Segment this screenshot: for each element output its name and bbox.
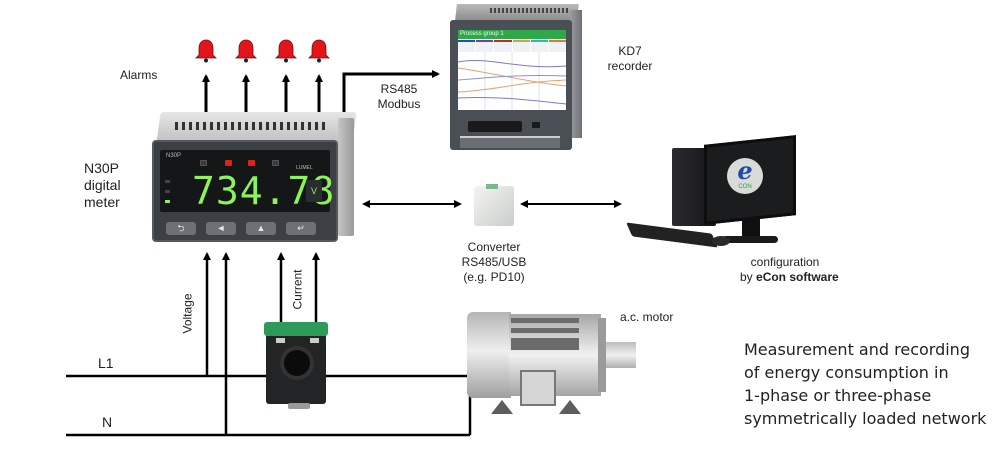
- econ-software-label: eCon software: [756, 270, 839, 284]
- pc-stand: [742, 218, 760, 240]
- econ-logo-letter: e: [737, 156, 753, 185]
- alarms-label: Alarms: [120, 68, 158, 82]
- recorder-vents: [490, 8, 570, 13]
- channel-tile: [512, 40, 530, 52]
- motor-fin: [511, 318, 579, 323]
- ct-top-cover: [264, 322, 328, 336]
- recorder-trend-chart: [458, 52, 566, 110]
- meter-side: [338, 118, 354, 236]
- ct-mounting-foot: [288, 403, 310, 409]
- motor-foot: [491, 400, 513, 414]
- recorder-label-line-2: recorder: [607, 59, 653, 73]
- recorder-side: [570, 10, 582, 138]
- channel-tile: [530, 40, 548, 52]
- alarm-bell-icon: [308, 39, 330, 63]
- rs485-label-line-1: RS485: [380, 82, 418, 96]
- converter-body: [474, 186, 514, 226]
- converter-label-line-2: RS485/USB: [461, 255, 527, 269]
- converter-terminal: [486, 184, 498, 189]
- description-line-1: Measurement and recording: [744, 340, 970, 359]
- ct-terminal: [310, 338, 319, 343]
- meter-vents: [175, 122, 325, 130]
- alarm-bell-icon: [235, 39, 257, 63]
- recorder-flap: [460, 136, 560, 148]
- meter-name-line-2: digital: [84, 177, 121, 193]
- left-button[interactable]: ◄: [206, 222, 236, 235]
- status-led: [165, 190, 170, 193]
- recorder-channel-tiles: [458, 40, 566, 52]
- motor-label: a.c. motor: [620, 310, 674, 324]
- description-line-4: symmetrically loaded network: [744, 409, 987, 428]
- converter-label-line-3: (e.g. PD10): [463, 270, 525, 284]
- description-text: Measurement and recording of energy cons…: [744, 338, 986, 430]
- return-button[interactable]: ⮌: [166, 222, 196, 235]
- channel-tile: [458, 40, 476, 52]
- line-l1-label: L1: [98, 355, 114, 371]
- description-line-3: 1-phase or three-phase: [744, 386, 932, 405]
- enter-button[interactable]: ↵: [286, 222, 316, 235]
- channel-tile: [476, 40, 494, 52]
- ct-aperture: [284, 350, 310, 376]
- status-led: [165, 200, 170, 203]
- motor-rear-housing: [467, 312, 511, 398]
- meter-name-line-3: meter: [84, 194, 120, 210]
- econ-logo-icon: e CON: [727, 158, 763, 194]
- configuration-label: configuration: [750, 255, 820, 269]
- up-button[interactable]: ▲: [246, 222, 276, 235]
- motor-fin: [511, 338, 579, 350]
- motor-shaft: [606, 342, 636, 368]
- recorder-label-line-1: KD7: [618, 44, 642, 58]
- recorder-usb-port: [532, 122, 540, 128]
- rs485-arrow: [342, 70, 440, 116]
- meter-name-line-1: N30P: [84, 160, 120, 176]
- channel-tile: [494, 40, 512, 52]
- status-led: [165, 180, 170, 183]
- motor-fin: [511, 328, 579, 333]
- meter-model-label: N30P: [166, 153, 182, 159]
- recorder-card-slot: [468, 121, 522, 132]
- line-n-label: N: [102, 414, 113, 430]
- alarm-led-2: [225, 160, 232, 166]
- meter-unit: V: [306, 180, 322, 202]
- econ-logo-sub: CON: [738, 184, 752, 190]
- alarm-led-4: [272, 160, 279, 166]
- channel-tile: [548, 40, 566, 52]
- motor-front-flange: [598, 318, 606, 392]
- rs485-label-line-2: Modbus: [377, 97, 421, 111]
- description-line-2: of energy consumption in: [744, 363, 949, 382]
- recorder-screen: Process group 1: [458, 30, 566, 110]
- converter-label-line-1: Converter: [467, 240, 521, 254]
- meter-brand-label: LUMEL: [296, 165, 313, 171]
- alarm-led-3: [248, 160, 255, 166]
- configuration-by-label: by eCon software: [740, 270, 839, 285]
- recorder-screen-title: Process group 1: [458, 30, 566, 39]
- meter-display: [160, 150, 330, 212]
- motor-terminal-box: [520, 370, 556, 406]
- alarm-bell-icon: [195, 39, 217, 63]
- current-label: Current: [290, 269, 305, 310]
- configuration-by-text: by: [740, 270, 757, 284]
- pc-base: [722, 236, 778, 243]
- pc-mouse: [712, 236, 730, 246]
- ct-terminal: [276, 338, 285, 343]
- motor-foot: [559, 400, 581, 414]
- voltage-label: Voltage: [180, 293, 195, 334]
- alarm-led-1: [200, 160, 207, 166]
- alarm-bell-icon: [275, 39, 297, 63]
